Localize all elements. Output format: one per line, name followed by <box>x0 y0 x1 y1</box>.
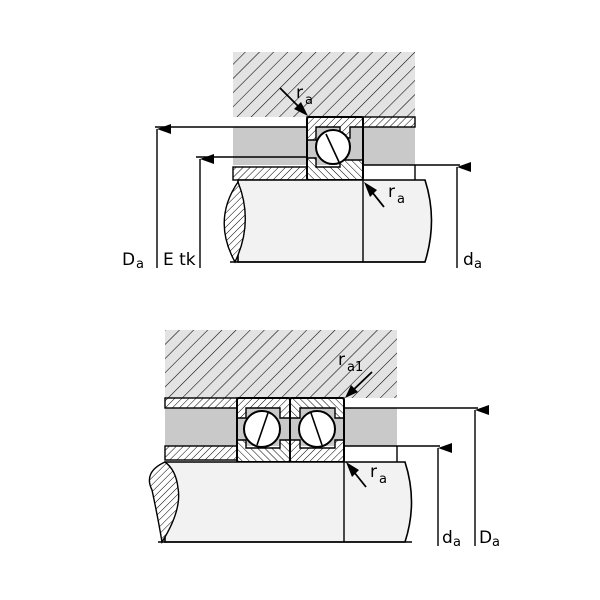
outer-spacer-left <box>164 397 238 409</box>
label-ra-bottom-sub: a <box>379 472 387 487</box>
label-da-top-sub: a <box>474 257 482 272</box>
label-Da-bottom-sub: a <box>492 535 500 550</box>
label-ra1-sub: a1 <box>347 360 363 375</box>
label-ra-right-sub: a <box>397 192 405 207</box>
label-ra-top-main: r <box>296 83 303 103</box>
housing-bottom <box>165 330 397 398</box>
ra-top-arrow <box>279 87 308 116</box>
contact-line-2 <box>310 412 323 446</box>
ra1-arrow <box>345 371 373 398</box>
label-da-bottom-sub: a <box>453 535 461 550</box>
label-da-top-main: d <box>463 250 474 270</box>
top-view: r a r a D a E tk d a <box>122 52 482 272</box>
ra-right-arrow <box>364 182 385 208</box>
label-ra-top-sub: a <box>305 93 313 108</box>
shaft-top <box>237 179 433 263</box>
contact-line-top <box>325 133 340 163</box>
label-ra1-main: r <box>338 350 345 370</box>
label-Da-bottom-main: D <box>479 528 492 548</box>
label-Da-top-main: D <box>122 250 135 270</box>
ra-bottom-arrow <box>346 462 367 488</box>
inner-spacer-left <box>164 445 238 461</box>
label-da-bottom-main: d <box>442 528 453 548</box>
label-ra-right-main: r <box>388 182 395 202</box>
outer-shoulder-ring <box>362 116 416 128</box>
contact-line-1 <box>256 412 269 446</box>
ball-top <box>315 129 351 165</box>
inner-shoulder-ring <box>232 166 309 181</box>
bottom-view: r a1 r a d a D a <box>148 330 500 550</box>
label-ra-bottom-main: r <box>370 462 377 482</box>
label-Etk: E tk <box>163 250 196 270</box>
housing-top <box>233 52 415 117</box>
label-Da-top-sub: a <box>136 257 144 272</box>
